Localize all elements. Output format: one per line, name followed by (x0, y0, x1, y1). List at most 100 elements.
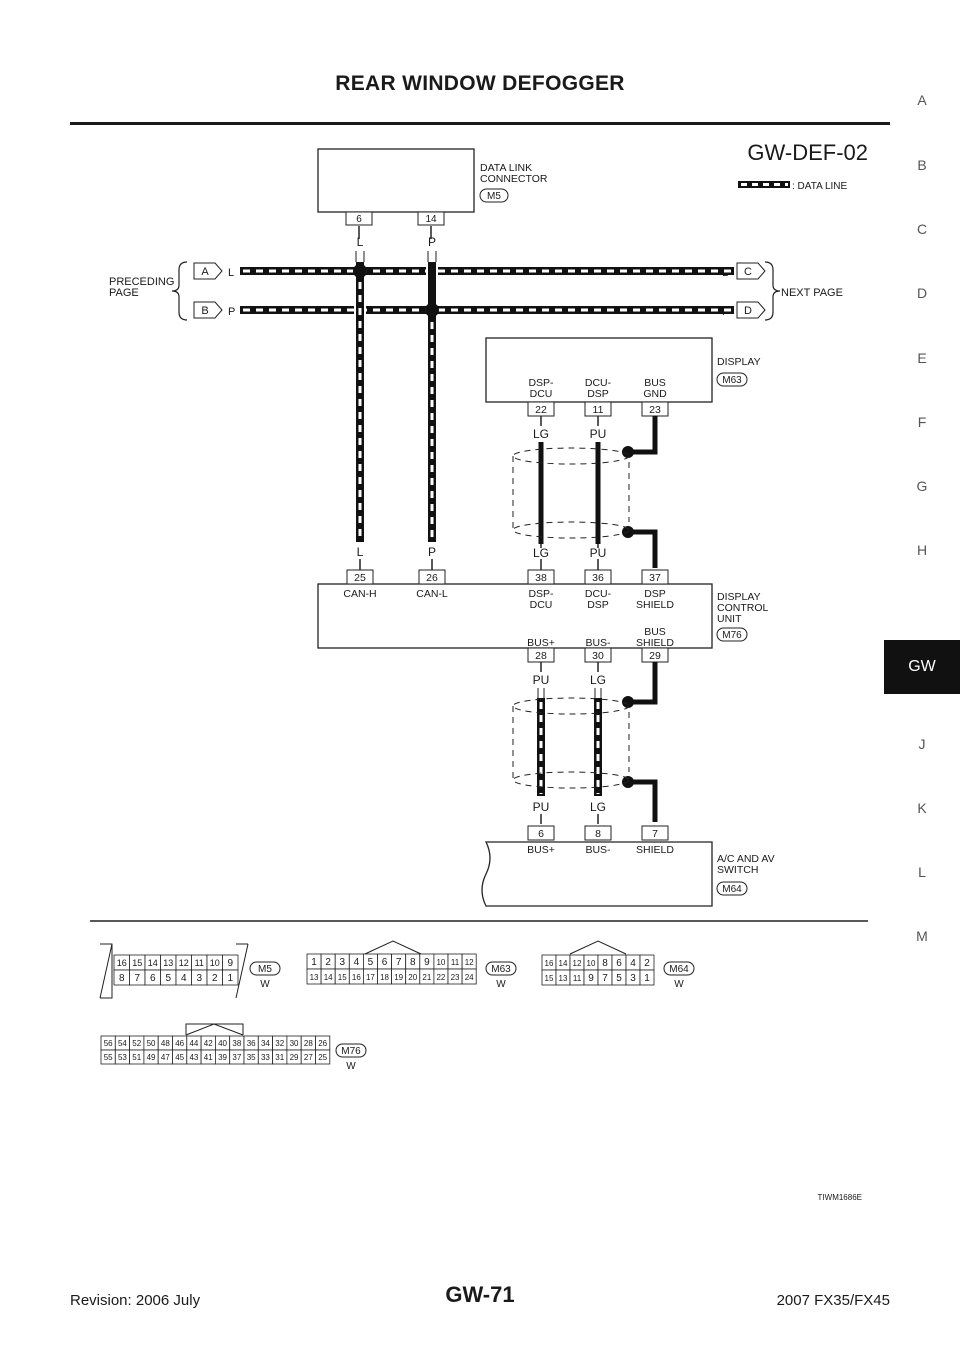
terminal-number: 40 (218, 1039, 227, 1048)
data-link-code: M5 (487, 191, 501, 202)
terminal-number: 1 (644, 973, 650, 984)
terminal-label: CAN-L (416, 588, 448, 600)
terminal-number: 25 (318, 1053, 327, 1062)
section-letter: H (916, 542, 928, 558)
terminal-number: 14 (324, 973, 333, 982)
wire-color: PU (533, 673, 550, 687)
terminal-number: 13 (559, 974, 568, 983)
terminal-number: 31 (275, 1053, 284, 1062)
terminal-number: 11 (451, 958, 460, 967)
terminal-cell (461, 968, 477, 985)
data-link-name-2: CONNECTOR (480, 173, 548, 185)
footer-page-number: GW-71 (445, 1282, 515, 1307)
terminal-number: 55 (104, 1053, 113, 1062)
pin-label: 14 (425, 214, 437, 225)
terminal-number: 13 (310, 973, 319, 982)
terminal-number: 28 (304, 1039, 313, 1048)
dcu-name-1: DISPLAY (717, 591, 761, 603)
terminal-number: 27 (304, 1053, 313, 1062)
can-vertical-lines: L P (353, 226, 439, 559)
pin-label: 6 (356, 214, 362, 225)
data-link-name-1: DATA LINK (480, 162, 532, 174)
pin-label: 8 (595, 828, 601, 840)
terminal-label: DSP- (528, 588, 554, 600)
terminal-number: 15 (338, 973, 347, 982)
face-code: M76 (341, 1046, 361, 1057)
page-connector-d: D (736, 301, 766, 319)
page-connector-b: B (193, 301, 223, 319)
section-letter: L (918, 864, 926, 880)
face-color: W (496, 979, 506, 990)
terminal-label: DSP- (528, 377, 554, 389)
terminal-number: 8 (119, 973, 125, 984)
section-letter: B (917, 157, 927, 173)
terminal-number: 35 (247, 1053, 256, 1062)
ac-switch-name-2: SWITCH (717, 864, 758, 876)
section-letter: D (916, 285, 928, 301)
terminal-number: 2 (644, 958, 650, 969)
terminal-number: 24 (465, 973, 474, 982)
pin-label: 23 (649, 404, 661, 416)
pin-label: 36 (592, 572, 604, 584)
terminal-number: 48 (161, 1039, 170, 1048)
terminal-number: 16 (545, 959, 554, 968)
terminal-number: 12 (179, 958, 189, 968)
terminal-label: SHIELD (636, 844, 674, 856)
wire-color: LG (533, 546, 549, 560)
terminal-label: BUS- (585, 844, 611, 856)
pin-label: 38 (535, 572, 547, 584)
face-code: M64 (669, 964, 689, 975)
terminal-number: 1 (227, 973, 233, 984)
section-tab-active: GW (884, 640, 960, 694)
footer-model: 2007 FX35/FX45 (776, 1292, 890, 1309)
terminal-label: DCU (530, 599, 553, 611)
terminal-number: 7 (134, 973, 140, 984)
header-rule (70, 122, 890, 125)
terminal-number: 1 (311, 957, 317, 968)
section-letter: A (917, 92, 927, 108)
terminal-number: 22 (436, 973, 445, 982)
terminal-number: 8 (410, 957, 416, 968)
terminal-number: 32 (275, 1039, 284, 1048)
terminal-number: 8 (602, 958, 608, 969)
terminal-number: 2 (325, 957, 331, 968)
next-page-brace (764, 261, 781, 321)
terminal-number: 45 (175, 1053, 184, 1062)
terminal-number: 14 (148, 958, 158, 968)
can-bus-lines (240, 265, 734, 316)
face-code: M5 (258, 964, 272, 975)
legend: : DATA LINE (738, 181, 848, 192)
terminal-number: 4 (354, 957, 360, 968)
terminal-number: 17 (366, 973, 375, 982)
face-code: M63 (491, 964, 511, 975)
terminal-label: DCU (530, 388, 553, 400)
terminal-number: 16 (352, 973, 361, 982)
terminal-label: DCU- (585, 377, 612, 389)
terminal-number: 52 (132, 1039, 141, 1048)
wire-color: P (428, 545, 436, 559)
terminal-label: GND (643, 388, 667, 400)
footer-revision: Revision: 2006 July (70, 1292, 201, 1309)
face-label-m76: M76 W (335, 1043, 367, 1072)
pin-label: 28 (535, 650, 547, 662)
terminal-number: 11 (573, 974, 582, 983)
page-title: REAR WINDOW DEFOGGER (335, 72, 625, 95)
terminal-number: 3 (630, 973, 636, 984)
terminal-number: 38 (232, 1039, 241, 1048)
terminal-number: 3 (339, 957, 345, 968)
page-connector-c-label: C (744, 266, 752, 278)
section-letter: E (917, 350, 927, 366)
terminal-number: 13 (163, 958, 173, 968)
terminal-number: 5 (368, 957, 374, 968)
diagram-id: GW-DEF-02 (747, 140, 868, 165)
section-letter: J (918, 736, 926, 752)
page-connector-d-label: D (744, 305, 752, 317)
terminal-label: BUS+ (527, 844, 555, 856)
face-color: W (674, 979, 684, 990)
face-label-m5: M5 W (249, 961, 281, 990)
terminal-number: 39 (218, 1053, 227, 1062)
pin-label: 30 (592, 650, 604, 662)
display-code: M63 (722, 375, 742, 386)
terminal-number: 20 (408, 973, 417, 982)
wire-color: PU (590, 546, 607, 560)
